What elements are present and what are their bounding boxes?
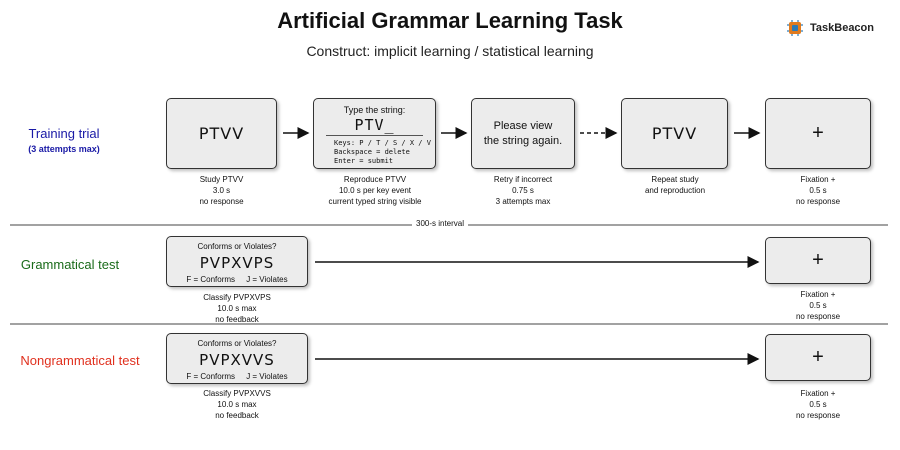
training-sublabel: (3 attempts max) [28, 144, 100, 154]
caption-line: Fixation + [800, 290, 836, 299]
caption-line: no feedback [215, 315, 259, 324]
key-line: Keys: P / T / S / X / V [334, 139, 431, 147]
key-line: Enter = submit [334, 157, 394, 165]
retry-caption: Retry if incorrect 0.75 s 3 attempts max [463, 174, 583, 207]
page-title: Artificial Grammar Learning Task [277, 8, 623, 33]
caption-line: 0.5 s [809, 186, 827, 195]
caption-line: and reproduction [644, 186, 706, 195]
caption-line: 0.75 s [512, 186, 534, 195]
training-label: Training trial [28, 126, 100, 141]
fixation-caption-training: Fixation + 0.5 s no response [758, 174, 878, 207]
caption-line: Classify PVPXVPS [203, 293, 271, 302]
question-text: Conforms or Violates? [197, 339, 277, 348]
study-string: PTVV [198, 124, 245, 143]
test-string: PVPXVVS [199, 351, 275, 369]
fixation-screen-nongrammatical: + [765, 334, 871, 381]
brand-name: TaskBeacon [810, 22, 874, 34]
caption-line: no response [795, 312, 841, 321]
key-line: Backspace = delete [334, 148, 410, 156]
caption-line: Fixation + [800, 175, 836, 184]
repeat-string: PTVV [651, 124, 698, 143]
typed-divider [326, 135, 423, 136]
caption-line: 10.0 s max [217, 400, 257, 409]
grammatical-screen: Conforms or Violates? PVPXVPS F = Confor… [166, 236, 308, 287]
response-keys: F = Conforms J = Violates [167, 372, 307, 381]
test-string: PVPXVPS [199, 254, 275, 272]
fixation-cross: + [812, 122, 824, 144]
caption-line: no feedback [215, 411, 259, 420]
caption-line: current typed string visible [328, 197, 422, 206]
key-instructions: Keys: P / T / S / X / V Backspace = dele… [334, 139, 431, 166]
caption-line: 3 attempts max [495, 197, 551, 206]
fixation-cross: + [812, 346, 824, 368]
training-row-label: Training trial (3 attempts max) [0, 126, 128, 154]
caption-line: 3.0 s [212, 186, 231, 195]
caption-line: Classify PVPXVVS [203, 389, 271, 398]
caption-line: 0.5 s [809, 301, 827, 310]
fixation-screen-training: + [765, 98, 871, 169]
fixation-screen-grammatical: + [765, 237, 871, 284]
key-j-label: J = Violates [246, 372, 288, 381]
question-text: Conforms or Violates? [197, 242, 277, 251]
repeat-screen: PTVV [621, 98, 728, 169]
key-j-label: J = Violates [246, 275, 288, 284]
caption-line: 0.5 s [809, 400, 827, 409]
grammatical-caption: Classify PVPXVPS 10.0 s max no feedback [166, 292, 308, 325]
study-caption: Study PTVV 3.0 s no response [160, 174, 283, 207]
repeat-caption: Repeat study and reproduction [615, 174, 735, 196]
circuit-logo-icon [787, 20, 803, 36]
key-f-label: F = Conforms [186, 275, 236, 284]
typed-string: PTV_ [354, 116, 395, 134]
fixation-caption-nongrammatical: Fixation + 0.5 s no response [758, 388, 878, 421]
brand: TaskBeacon [786, 19, 874, 37]
caption-line: Retry if incorrect [493, 175, 553, 184]
caption-line: Fixation + [800, 389, 836, 398]
caption-line: Repeat study [651, 175, 699, 184]
reproduce-screen: Type the string: PTV_ Keys: P / T / S / … [313, 98, 436, 169]
reproduce-prompt: Type the string: [343, 105, 406, 115]
retry-message-line: the string again. [483, 134, 563, 147]
caption-line: Study PTVV [199, 175, 244, 184]
key-f-label: F = Conforms [186, 372, 236, 381]
caption-line: 10.0 s per key event [338, 186, 412, 195]
caption-line: Reproduce PTVV [343, 175, 407, 184]
retry-screen: Please view the string again. [471, 98, 575, 169]
response-keys: F = Conforms J = Violates [167, 275, 307, 284]
grammatical-label: Grammatical test [20, 257, 120, 272]
caption-line: no response [795, 197, 841, 206]
caption-line: 10.0 s max [217, 304, 257, 313]
study-screen: PTVV [166, 98, 277, 169]
interval-label: 300-s interval [412, 219, 469, 228]
caption-line: no response [795, 411, 841, 420]
nongrammatical-label: Nongrammatical test [20, 353, 140, 368]
retry-message-line: Please view [493, 119, 553, 132]
fixation-cross: + [812, 249, 824, 271]
caption-line: no response [199, 197, 244, 206]
nongrammatical-caption: Classify PVPXVVS 10.0 s max no feedback [166, 388, 308, 421]
page-subtitle: Construct: implicit learning / statistic… [306, 43, 594, 59]
reproduce-caption: Reproduce PTVV 10.0 s per key event curr… [300, 174, 450, 207]
nongrammatical-screen: Conforms or Violates? PVPXVVS F = Confor… [166, 333, 308, 384]
fixation-caption-grammatical: Fixation + 0.5 s no response [758, 289, 878, 322]
